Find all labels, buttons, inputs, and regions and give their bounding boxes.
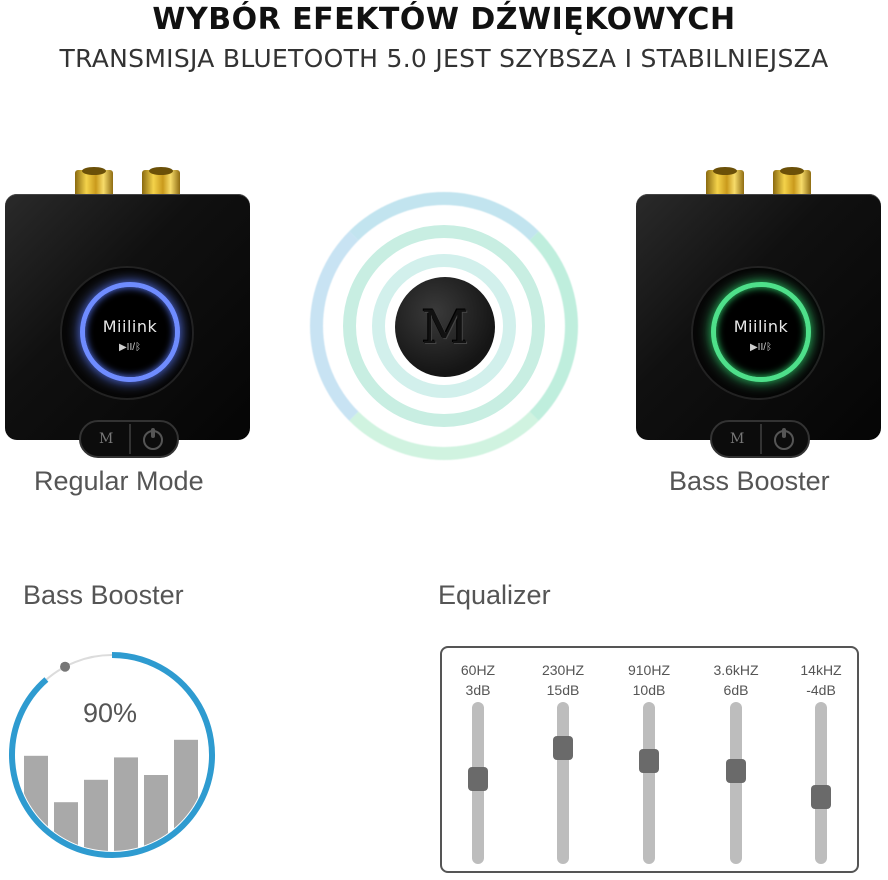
eq-slider-knob[interactable]: [811, 785, 831, 810]
device-body: Miilink ▶II/ᛒ M: [636, 194, 881, 458]
gauge-progress-arc: [9, 652, 215, 858]
device-body: Miilink ▶II/ᛒ M: [5, 194, 250, 458]
eq-slider-track[interactable]: [643, 702, 655, 864]
device-brand: Miilink: [733, 317, 789, 336]
eq-slider-knob[interactable]: [468, 767, 488, 792]
bass-booster-heading: Bass Booster: [23, 580, 184, 610]
control-knob[interactable]: Miilink ▶II/ᛒ: [62, 268, 192, 398]
equalizer-heading: Equalizer: [438, 580, 551, 610]
led-ring-blue: Miilink ▶II/ᛒ: [80, 282, 180, 382]
play-pause-bluetooth-icon: ▶II/ᛒ: [118, 342, 142, 353]
equalizer-panel: 60HZ 3dB 230HZ 15dB 910HZ 10dB 3.6kHZ 6dB 14kHZ -…: [440, 646, 859, 873]
eq-band-gain: 3dB: [465, 682, 491, 698]
button-divider: [129, 424, 131, 454]
eq-band-gain: 15dB: [546, 682, 580, 698]
device-buttons: M: [710, 420, 810, 458]
device-bass-booster: Miilink ▶II/ᛒ M: [636, 167, 881, 458]
gauge-bar: [114, 757, 138, 851]
device-regular-mode: Miilink ▶II/ᛒ M: [5, 167, 250, 458]
gauge-handle[interactable]: [60, 661, 71, 672]
eq-band-gain: 10dB: [632, 682, 666, 698]
power-icon[interactable]: [143, 428, 163, 450]
device-brand: Miilink: [102, 317, 158, 336]
eq-band-gain: 6dB: [723, 682, 749, 698]
eq-band-frequency: 230HZ: [541, 662, 585, 678]
button-divider: [760, 424, 762, 454]
eq-band-frequency: 3.6kHZ: [713, 662, 759, 678]
eq-band-gain: -4dB: [806, 682, 836, 698]
control-knob[interactable]: Miilink ▶II/ᛒ: [693, 268, 823, 398]
led-ring-green: Miilink ▶II/ᛒ: [711, 282, 811, 382]
gauge-bar: [174, 739, 198, 851]
gauge-value: 90%: [82, 698, 138, 728]
regular-mode-label: Regular Mode: [34, 466, 204, 496]
mode-switch-illustration: M: [310, 192, 578, 460]
mode-button[interactable]: M: [730, 431, 745, 447]
eq-band-frequency: 60HZ: [460, 662, 496, 678]
gauge-graphic: [9, 652, 215, 858]
eq-band-frequency: 14kHZ: [800, 662, 842, 678]
page-title: WYBÓR EFEKTÓW DŹWIĘKOWYCH: [152, 2, 736, 37]
eq-slider-knob[interactable]: [639, 749, 659, 773]
eq-slider-track[interactable]: [815, 702, 827, 864]
bass-booster-mode-label: Bass Booster: [669, 466, 830, 496]
m-button-icon: M: [395, 277, 495, 377]
play-pause-bluetooth-icon: ▶II/ᛒ: [749, 342, 773, 353]
gauge-bar: [84, 779, 108, 851]
power-icon[interactable]: [774, 428, 794, 450]
bass-booster-gauge[interactable]: 90%: [7, 650, 217, 860]
mode-button[interactable]: M: [99, 431, 114, 447]
page-subtitle: TRANSMISJA BLUETOOTH 5.0 JEST SZYBSZA I …: [59, 44, 829, 73]
device-buttons: M: [79, 420, 179, 458]
eq-slider-track[interactable]: [557, 702, 569, 864]
eq-band-frequency: 910HZ: [627, 662, 671, 678]
eq-slider-knob[interactable]: [726, 759, 746, 784]
eq-slider-knob[interactable]: [553, 736, 573, 760]
